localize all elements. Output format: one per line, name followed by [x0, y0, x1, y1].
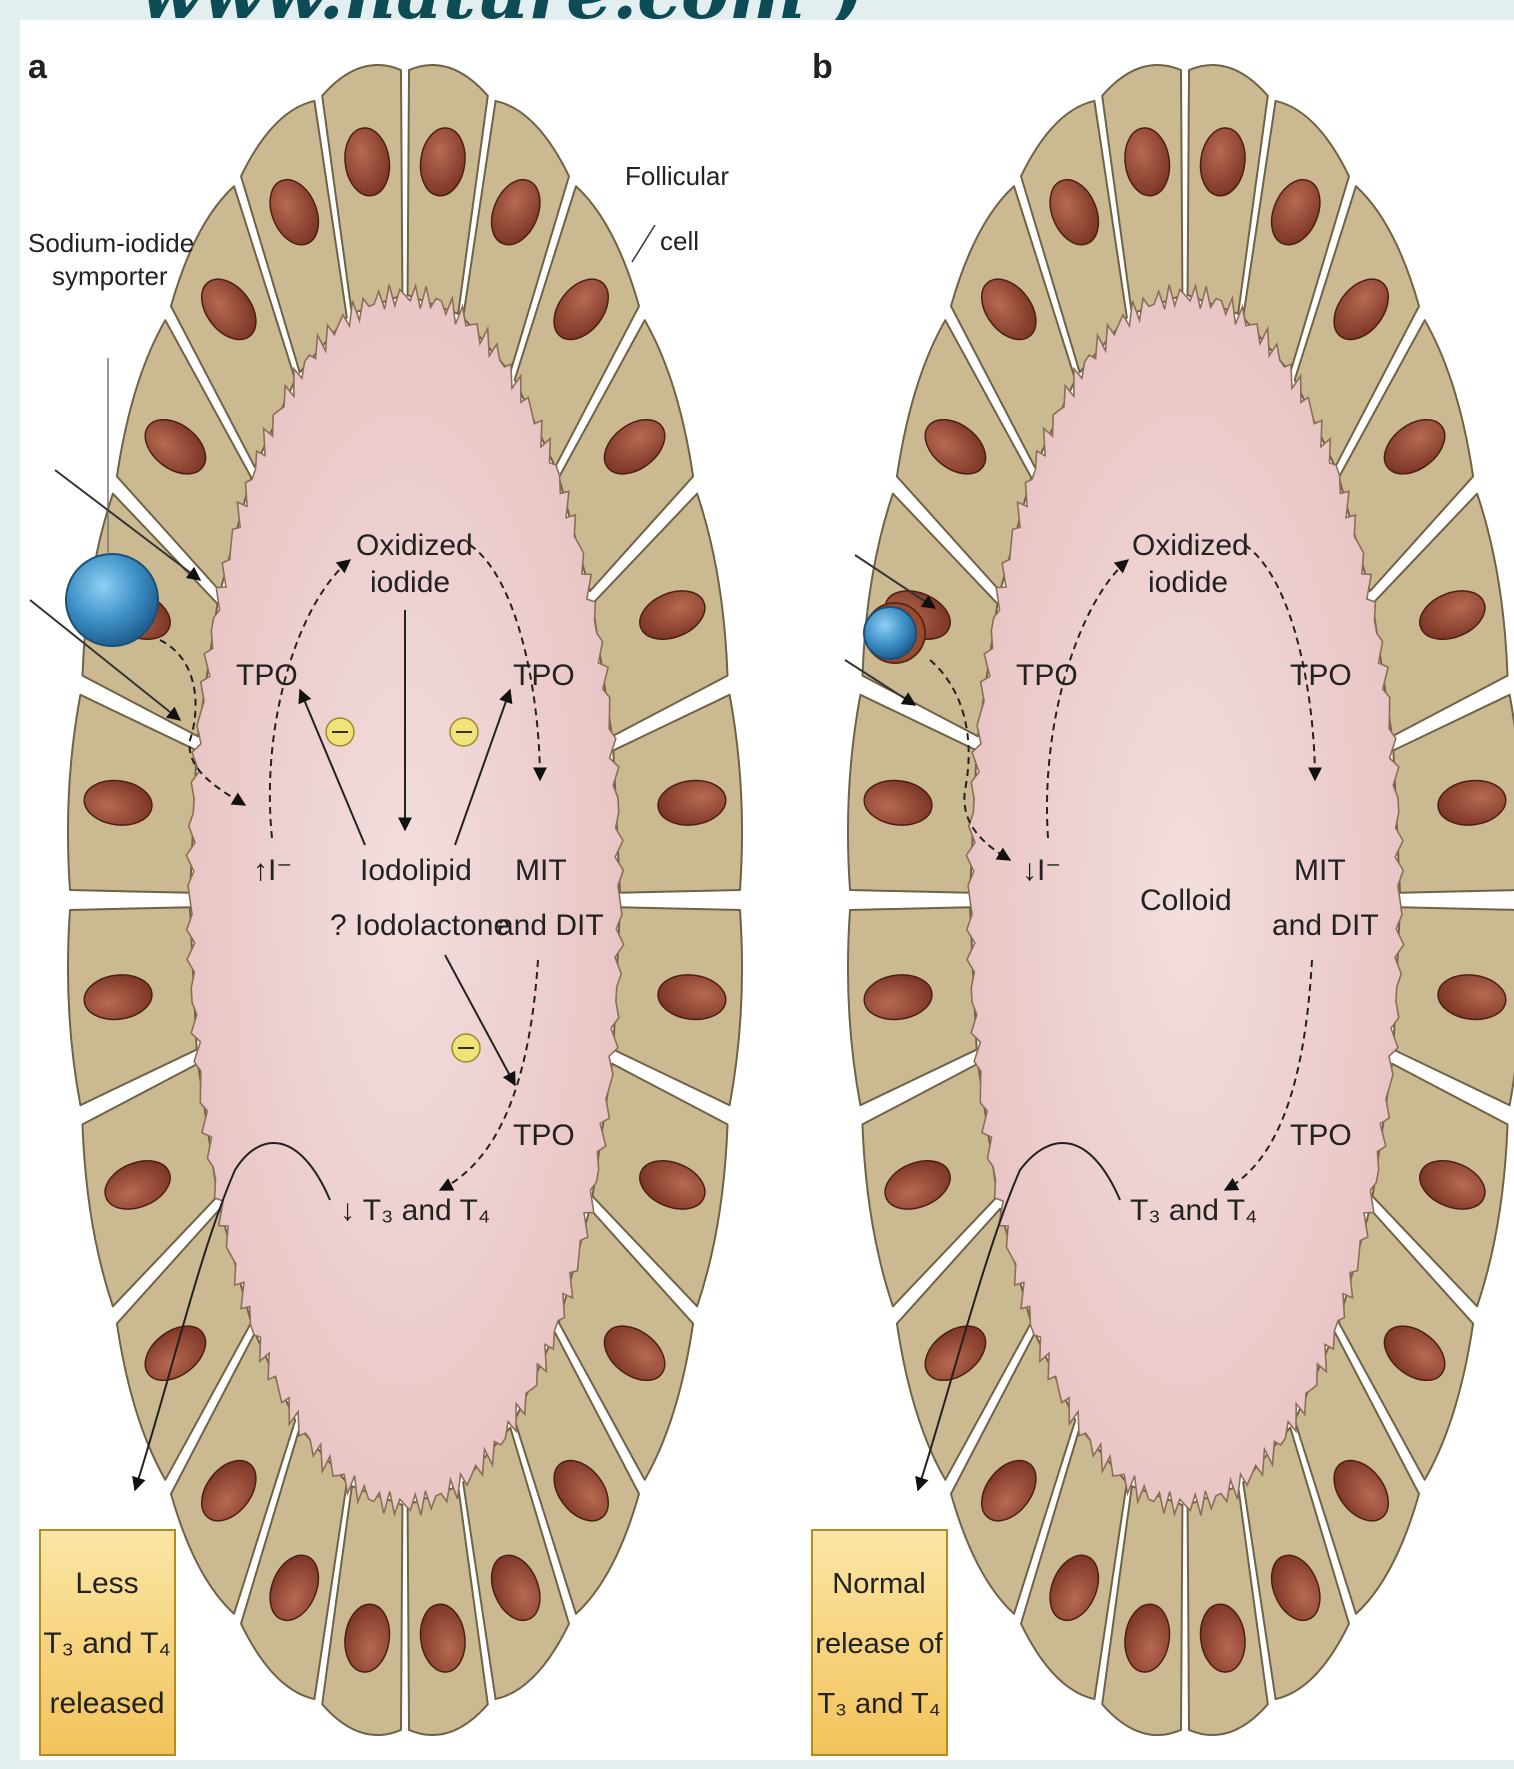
oxidized-iodide-label-1: Oxidized [356, 529, 473, 562]
tpo-left-label-b: TPO [1016, 659, 1078, 692]
result-box-a-line1: Less [75, 1567, 138, 1600]
symporter-label-1: Sodium-iodide [28, 228, 194, 258]
mit-dit-label-2: and DIT [497, 909, 604, 942]
tpo-bottom-label: TPO [513, 1119, 575, 1152]
inhibition-symbol-2 [450, 718, 478, 746]
iodolipid-label-2: ? Iodolactone [330, 909, 510, 942]
result-box-b-line1: Normal [832, 1568, 925, 1600]
tpo-right-label-b: TPO [1290, 659, 1352, 692]
tpo-left-label: TPO [236, 659, 298, 692]
result-box-b-line2: release of [815, 1628, 943, 1660]
symporter-label-2: symporter [52, 261, 168, 291]
follicular-label-2: cell [660, 226, 699, 256]
t3-t4-label-a: ↓ T₃ and T₄ [340, 1194, 490, 1227]
tpo-right-label: TPO [513, 659, 575, 692]
sodium-iodide-symporter-b [864, 603, 925, 663]
iodolipid-label-1: Iodolipid [360, 854, 472, 887]
follicular-label-1: Follicular [625, 161, 729, 191]
mit-dit-label-b2: and DIT [1272, 909, 1379, 942]
inhibition-symbol-1 [326, 718, 354, 746]
tpo-bottom-label-b: TPO [1290, 1119, 1352, 1152]
t3-t4-label-b: T₃ and T₄ [1130, 1194, 1257, 1227]
result-box-a: Less T₃ and T₄ released [40, 1530, 175, 1755]
oxidized-iodide-label-b1: Oxidized [1132, 529, 1249, 562]
mit-dit-label-1: MIT [515, 854, 567, 887]
iodide-label-b: ↓I⁻ [1022, 854, 1061, 887]
inhibition-symbol-3 [452, 1034, 480, 1062]
oxidized-iodide-label-2: iodide [370, 566, 450, 599]
mit-dit-label-b1: MIT [1294, 854, 1346, 887]
oxidized-iodide-label-b2: iodide [1148, 566, 1228, 599]
result-box-a-line2: T₃ and T₄ [43, 1627, 170, 1660]
result-box-b-line3: T₃ and T₄ [817, 1688, 940, 1720]
result-box-b: Normal release of T₃ and T₄ [812, 1530, 947, 1755]
sodium-iodide-symporter-a [66, 554, 158, 646]
panel-b-letter: b [812, 48, 833, 86]
result-box-a-line3: released [49, 1687, 164, 1720]
panel-a-letter: a [28, 48, 48, 86]
colloid-label-b: Colloid [1140, 884, 1232, 917]
iodide-label-a: ↑I⁻ [253, 854, 292, 887]
